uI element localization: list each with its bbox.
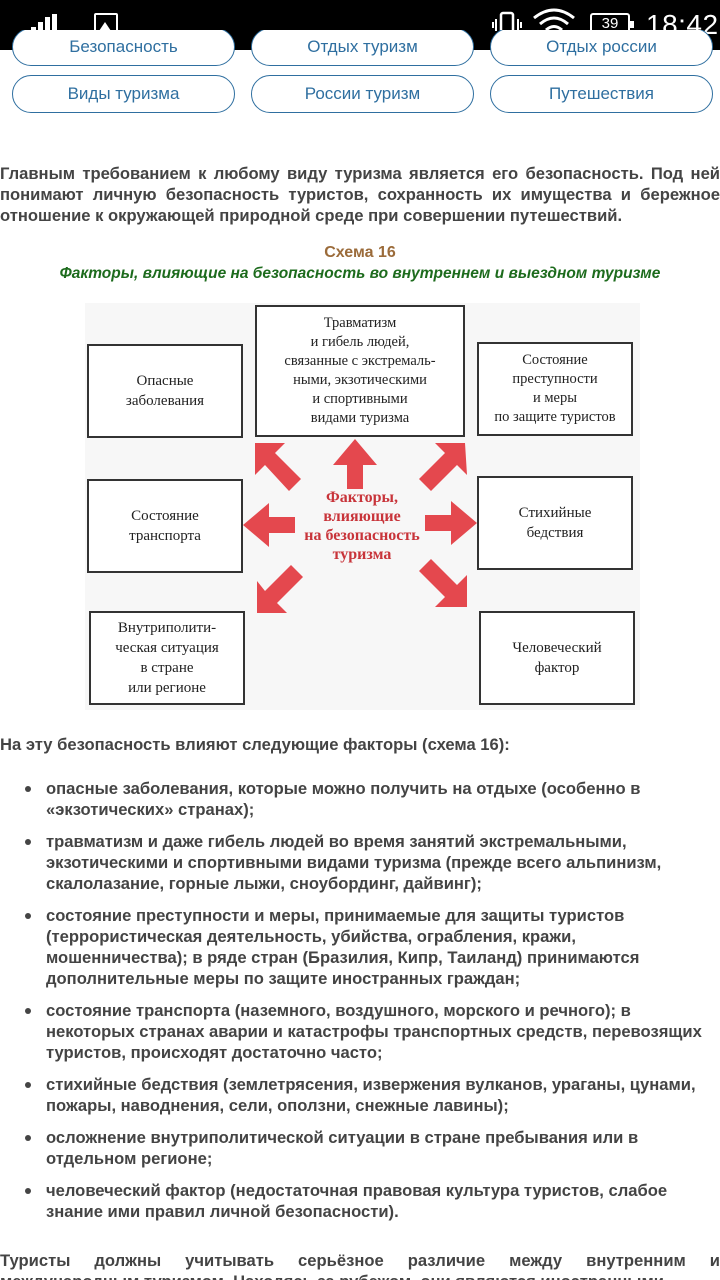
box-human-factor: Человеческий фактор bbox=[479, 611, 635, 705]
list-item: травматизм и даже гибель людей во время … bbox=[22, 831, 720, 894]
box-diseases: Опасные заболевания bbox=[87, 344, 243, 438]
tag-button[interactable]: Виды туризма bbox=[12, 75, 235, 113]
arrow-down-left-icon bbox=[257, 565, 303, 613]
arrow-down-right-icon bbox=[419, 559, 467, 607]
arrow-up-right-icon bbox=[419, 443, 467, 491]
tag-button[interactable]: России туризм bbox=[251, 75, 474, 113]
tag-button[interactable]: Путешествия bbox=[490, 75, 713, 113]
list-item: опасные заболевания, которые можно получ… bbox=[22, 778, 720, 820]
tag-button[interactable]: Безопасность bbox=[12, 30, 235, 66]
intro-paragraph: Главным требованием к любому виду туризм… bbox=[0, 164, 720, 225]
tag-button[interactable]: Отдых россии bbox=[490, 30, 713, 66]
scheme-title: Факторы, влияющие на безопасность во вну… bbox=[59, 265, 661, 282]
box-disasters: Стихийные бедствия bbox=[477, 476, 633, 570]
arrow-right-icon bbox=[425, 501, 477, 545]
list-item: осложнение внутриполитической ситуации в… bbox=[22, 1127, 720, 1169]
factors-intro: На эту безопасность влияют следующие фак… bbox=[0, 735, 510, 754]
list-item: человеческий фактор (недостаточная право… bbox=[22, 1180, 720, 1222]
arrow-up-icon bbox=[333, 439, 377, 489]
box-crime: Состояние преступности и меры по защите … bbox=[477, 342, 633, 436]
factors-diagram: Опасные заболевания Травматизм и гибель … bbox=[85, 303, 640, 710]
list-item: состояние преступности и меры, принимаем… bbox=[22, 905, 720, 989]
diagram-center-label: Факторы, влияющие на безопасность туризм… bbox=[304, 489, 420, 563]
box-politics: Внутриполити- ческая ситуация в стране и… bbox=[89, 611, 245, 705]
arrow-left-icon bbox=[243, 503, 295, 547]
box-injuries: Травматизм и гибель людей, связанные с э… bbox=[255, 305, 465, 437]
tag-button[interactable]: Отдых туризм bbox=[251, 30, 474, 66]
arrow-up-left-icon bbox=[255, 443, 301, 491]
factors-list: опасные заболевания, которые можно получ… bbox=[22, 778, 720, 1233]
list-item: стихийные бедствия (землетрясения, извер… bbox=[22, 1074, 720, 1116]
diagram-arrows bbox=[243, 439, 477, 613]
tag-cloud: Безопасность Отдых туризм Отдых россии В… bbox=[0, 30, 720, 120]
box-transport: Состояние транспорта bbox=[87, 479, 243, 573]
list-item: состояние транспорта (наземного, воздушн… bbox=[22, 1000, 720, 1063]
scheme-number: Схема 16 bbox=[324, 244, 396, 261]
closing-paragraph: Туристы должны учитывать серьёзное разли… bbox=[0, 1251, 720, 1280]
